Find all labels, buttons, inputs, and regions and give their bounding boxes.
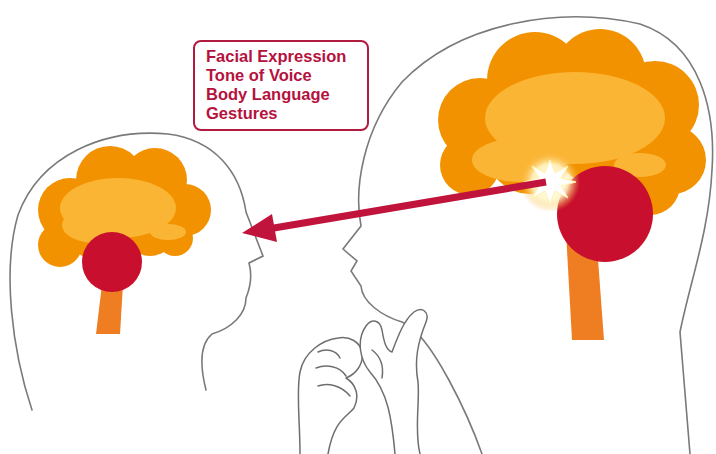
cue-text: Tone of Voice [206, 66, 355, 85]
child-brain [38, 146, 211, 334]
adult-head-outline [343, 17, 713, 454]
child-head-outline [10, 133, 263, 410]
holding-hands [298, 310, 427, 454]
signal-arrow [242, 182, 546, 242]
cue-text: Gestures [206, 104, 355, 123]
adult-brain [438, 29, 706, 340]
cue-text: Body Language [206, 85, 355, 104]
text-box: Facial ExpressionTone of VoiceBody Langu… [193, 40, 369, 131]
cue-text: Facial Expression [206, 47, 355, 66]
